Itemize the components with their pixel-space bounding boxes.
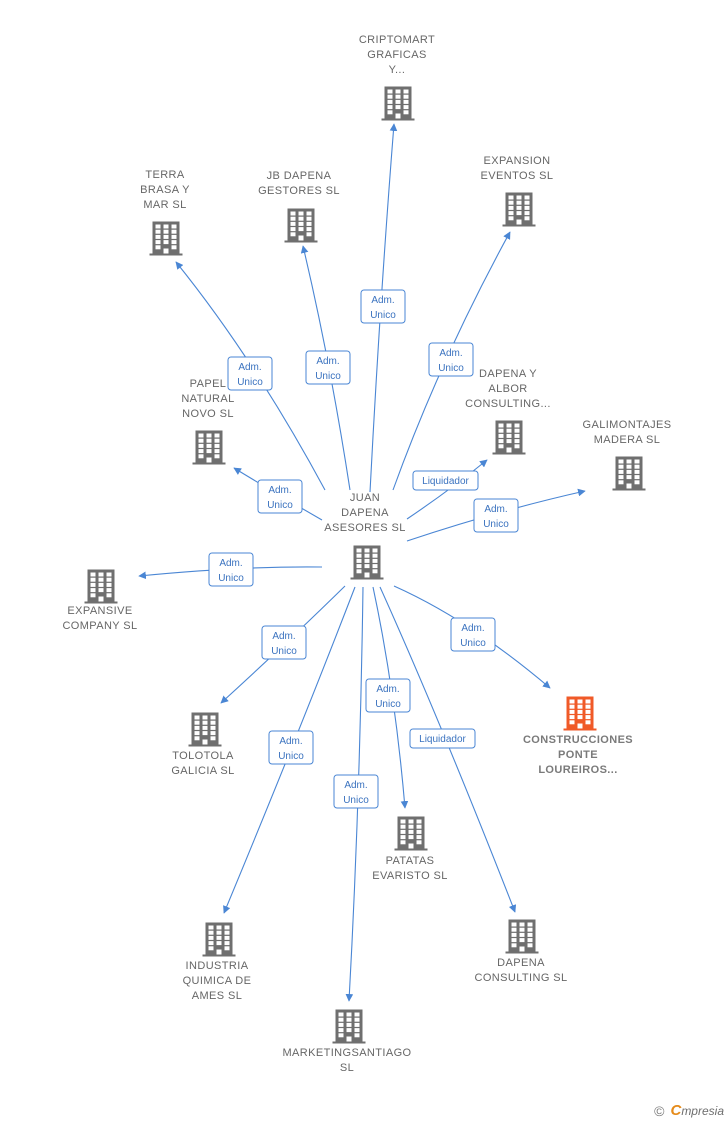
edge-label-expansion: Adm. Unico xyxy=(428,342,474,377)
svg-text:Adm.: Adm. xyxy=(238,362,261,373)
svg-text:Adm.: Adm. xyxy=(439,348,462,359)
svg-text:Adm.: Adm. xyxy=(268,485,291,496)
svg-text:Adm.: Adm. xyxy=(279,736,302,747)
svg-text:Adm.: Adm. xyxy=(461,623,484,634)
building-icon-marketing[interactable] xyxy=(332,1009,366,1044)
svg-text:Unico: Unico xyxy=(278,751,304,762)
svg-text:Unico: Unico xyxy=(370,310,396,321)
building-icon-industria[interactable] xyxy=(202,922,236,957)
building-icon-papel[interactable] xyxy=(192,430,226,465)
edge-label-papel: Adm. Unico xyxy=(257,479,303,514)
building-icon-tolotola[interactable] xyxy=(188,712,222,747)
edge-label-construcciones: Adm. Unico xyxy=(450,617,496,652)
svg-text:Unico: Unico xyxy=(375,699,401,710)
building-icon-dapenacons[interactable] xyxy=(505,919,539,954)
svg-text:Unico: Unico xyxy=(271,646,297,657)
building-icon-terra[interactable] xyxy=(149,221,183,256)
building-icon-albor[interactable] xyxy=(492,420,526,455)
svg-text:Adm.: Adm. xyxy=(376,684,399,695)
building-icon-patatas[interactable] xyxy=(394,816,428,851)
svg-text:Unico: Unico xyxy=(315,371,341,382)
edge-label-jb: Adm. Unico xyxy=(305,350,351,385)
svg-text:Adm.: Adm. xyxy=(272,631,295,642)
svg-text:Adm.: Adm. xyxy=(219,558,242,569)
edge-label-terra: Adm. Unico xyxy=(227,356,273,391)
edge-label-cripto: Adm. Unico xyxy=(360,289,406,324)
edge-labels-layer: Adm.UnicoAdm.UnicoAdm.UnicoAdm.UnicoAdm.… xyxy=(208,289,519,809)
svg-text:Adm.: Adm. xyxy=(316,356,339,367)
svg-text:Unico: Unico xyxy=(267,500,293,511)
building-icon-cripto[interactable] xyxy=(381,86,415,121)
building-icon-expansion[interactable] xyxy=(502,192,536,227)
building-icon-galimontajes[interactable] xyxy=(612,456,646,491)
svg-text:Unico: Unico xyxy=(343,795,369,806)
svg-text:Unico: Unico xyxy=(438,363,464,374)
svg-text:Liquidador: Liquidador xyxy=(419,734,466,745)
edge-label-marketing: Adm. Unico xyxy=(333,774,379,809)
copyright-symbol: © xyxy=(654,1102,665,1119)
building-icon-construcciones[interactable] xyxy=(563,696,597,731)
svg-text:Unico: Unico xyxy=(483,519,509,530)
edge-label-galimontajes: Adm. Unico xyxy=(473,498,519,533)
svg-text:Adm.: Adm. xyxy=(484,504,507,515)
building-icon-expansive[interactable] xyxy=(84,569,118,604)
edge-label-tolotola: Adm. Unico xyxy=(261,625,307,660)
building-icon-jb[interactable] xyxy=(284,208,318,243)
brand-logo-letter: C xyxy=(670,1102,682,1119)
svg-text:Adm.: Adm. xyxy=(371,295,394,306)
svg-text:Unico: Unico xyxy=(460,638,486,649)
edge-label-dapenacons: Liquidador xyxy=(409,728,476,749)
edge-label-industria: Adm. Unico xyxy=(268,730,314,765)
brand-logo-text: mpresia xyxy=(681,1103,724,1118)
svg-text:Liquidador: Liquidador xyxy=(422,476,469,487)
svg-text:Unico: Unico xyxy=(237,377,263,388)
edge-label-expansive: Adm. Unico xyxy=(208,552,254,587)
center-building-icon[interactable] xyxy=(350,545,384,580)
svg-text:Unico: Unico xyxy=(218,573,244,584)
svg-text:Adm.: Adm. xyxy=(344,780,367,791)
edge-label-patatas: Adm. Unico xyxy=(365,678,411,713)
edge-label-albor: Liquidador xyxy=(412,470,479,491)
